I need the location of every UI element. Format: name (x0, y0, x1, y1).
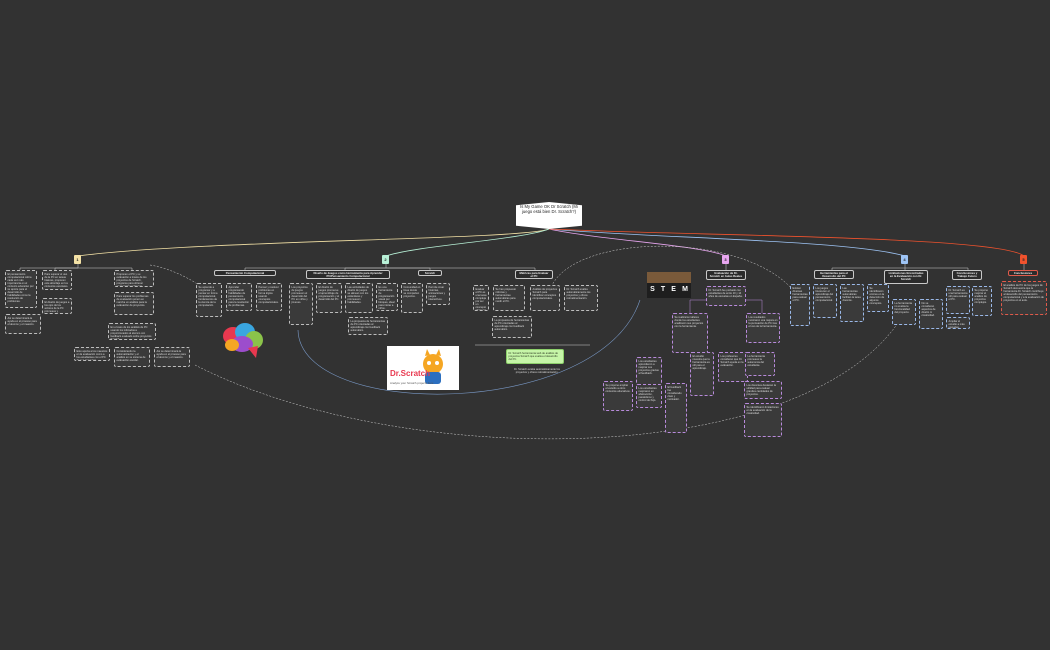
b2-node[interactable]: Los proyectos de juegos promueven el des… (289, 283, 313, 325)
b5-header[interactable]: Conclusiones (1008, 270, 1038, 276)
b2-header[interactable]: Pensamiento Computacional (214, 270, 276, 276)
b1-node[interactable]: Considerando la automatización y el anál… (114, 347, 150, 367)
b2-header[interactable]: Métricas para Evaluar el PC (515, 270, 553, 279)
stem-letter: M (682, 286, 688, 293)
b3-node[interactable]: Los docentes destacan la utilidad para e… (744, 381, 782, 399)
b1-node[interactable]: Así se determinará la ayuda en el proces… (5, 314, 41, 334)
drscratch-logo-text: Dr.Scratch (390, 369, 430, 378)
b2-node[interactable]: Las actividades de diseño de juegos se a… (345, 283, 373, 313)
b1-node[interactable]: Esto aporta a los maestros en la evaluac… (74, 347, 110, 361)
b2-node[interactable]: Dr. Scratch evalúa automáticamente los p… (564, 285, 598, 311)
brain-image (218, 320, 270, 360)
branch-marker-5[interactable]: 5 (1020, 255, 1027, 264)
stem-letter: S (650, 286, 655, 293)
b1-node[interactable]: Proponen el PC y su evaluación a través … (114, 270, 154, 287)
b2-node[interactable]: La propuesta de herramientas de PC orien… (492, 316, 532, 338)
b1-node[interactable]: Para superar los problemas de evaluación… (114, 292, 154, 315)
b5-node[interactable]: El análisis de PC de los juegos de Scrat… (1001, 281, 1047, 315)
branch-marker-2[interactable]: 2 (382, 255, 389, 264)
b3-node[interactable]: El estudio muestra que la herramienta es… (690, 352, 714, 396)
b3-node[interactable]: Los estudiantes aprendieron a mejorar su… (636, 357, 662, 387)
b2-node[interactable]: Evaluar el PC es una tarea compleja por … (473, 285, 489, 311)
b4-node[interactable]: Las herramientas automáticas facilitan l… (840, 284, 864, 322)
stem-image: S T E M (647, 272, 691, 298)
b4-node[interactable]: Existen diversas herramientas para evalu… (790, 284, 810, 326)
b3-node[interactable]: Se propone ampliar el estudio a otros co… (603, 381, 633, 411)
b3-node[interactable]: El feedback fue considerado claro y moti… (665, 383, 687, 433)
b2-node[interactable]: La propuesta de herramientas de PC orien… (348, 317, 388, 335)
stem-letter: T (660, 286, 666, 293)
b2-header[interactable]: Scratch (418, 270, 442, 276)
b4-node[interactable]: La herramienta no evalúa la funcionalida… (892, 299, 916, 325)
drscratch-logo-subtext: Analyze your Scratch projects here (390, 381, 434, 385)
b4-node[interactable]: Se identificaron errores en la detección… (867, 284, 889, 312)
b2-node[interactable]: Se aprende a programar y a pensar en for… (196, 283, 222, 317)
b2-node[interactable]: Aprender programando habilidades de pens… (226, 283, 252, 311)
stem-letter: E (671, 286, 676, 293)
b4-node[interactable]: Dr. Scratch es una herramienta útil para… (946, 286, 970, 314)
b4-header[interactable]: Conclusiones y Trabajo Futuro (952, 270, 982, 280)
b3-node[interactable]: Se identificaron limitaciones en la eval… (744, 403, 782, 437)
b3-node[interactable]: Los profesores consideran que Dr. Scratc… (718, 352, 748, 382)
drscratch-note: Dr. Scratch evalúa automáticamente los p… (514, 368, 560, 375)
branch-marker-3[interactable]: 3 (722, 255, 729, 264)
b3-node[interactable]: La herramienta promueve la autonomía del… (745, 352, 775, 376)
branch-marker-4[interactable]: 4 (901, 255, 908, 264)
b1-node[interactable]: El diseño de juegos a los ojos de los ac… (42, 298, 72, 314)
b2-node[interactable]: Pensar y resolver problemas en forma lóg… (256, 283, 282, 311)
b4-header[interactable]: Limitaciones Encontradas en la Evaluació… (884, 270, 928, 284)
b3-node[interactable]: Los resultados mostraron una mejora en l… (746, 313, 780, 343)
b4-node[interactable]: No se consideran aspectos de diseño ni c… (919, 299, 943, 329)
b1-node[interactable]: El pensamiento computacional cobra cada … (5, 270, 37, 308)
b2-node[interactable]: El diseño de juegos promueve el aprendiz… (316, 283, 342, 313)
b4-header[interactable]: Herramientas para el Desarrollo del PC (814, 270, 854, 279)
b4-node[interactable]: Ampliar el estudio a más escuelas. (946, 317, 970, 329)
b2-node[interactable]: Análisis de proyectos Scratch para ident… (530, 285, 560, 311)
b3-node[interactable]: Los estudiantes mejoraron en abstracción… (636, 384, 662, 408)
b1-node[interactable]: Para superar el uso de la PC en tareas b… (42, 270, 72, 290)
drscratch-logo-image: Dr.Scratch Analyze your Scratch projects… (387, 346, 459, 390)
branch-marker-1[interactable]: 1 (74, 255, 81, 264)
b2-node[interactable]: Se han propuesto rúbricas y herramientas… (493, 285, 525, 311)
b4-node[interactable]: Los juegos favorecen el aprendizaje del … (813, 284, 837, 318)
b1-node[interactable]: Así se determinará la ayuda en el proces… (154, 347, 190, 367)
b3-header[interactable]: Evaluación de Dr. Scratch en Aulas Reale… (706, 270, 746, 280)
b2-node[interactable]: Comunidad en línea donde se comparten pr… (401, 283, 423, 313)
b3-node[interactable]: Dr. Scratch fue probado con estudiantes … (706, 286, 746, 306)
central-topic[interactable]: Is My Game OK Dr Scratch (Mi juego está … (516, 202, 582, 229)
drscratch-highlight-node[interactable]: Dr. Scratch herramienta web de análisis … (506, 349, 564, 364)
b1-node[interactable]: En el caso de los análisis de PC usando … (108, 323, 156, 340)
b2-node[interactable]: Es una herramienta de programación visua… (376, 283, 398, 311)
b2-header[interactable]: Diseño de Juegos como Herramienta para A… (306, 270, 390, 279)
b4-node[interactable]: Se propone mejorar el análisis de proyec… (972, 286, 992, 316)
b2-node[interactable]: Permite crear historias, animaciones y j… (426, 283, 450, 305)
b3-node[interactable]: Se realizaron talleres donde los estudia… (672, 313, 708, 353)
